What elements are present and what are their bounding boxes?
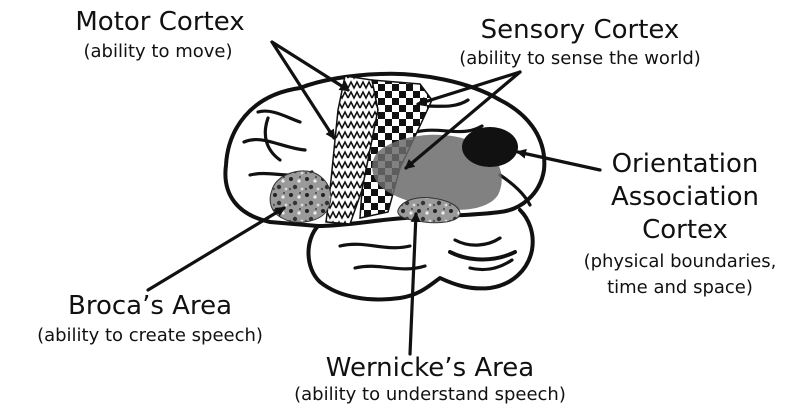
orientation-title-line3: Cortex xyxy=(642,215,728,245)
wernicke-area-title: Wernicke’s Area xyxy=(326,353,534,383)
wernicke-arrow xyxy=(410,214,416,354)
orientation-title-line1: Orientation xyxy=(612,149,759,179)
broca-area-subtitle: (ability to create speech) xyxy=(37,325,263,346)
orientation-subtitle-line2: time and space) xyxy=(607,277,753,298)
sensory-cortex-subtitle: (ability to sense the world) xyxy=(459,48,701,69)
orientation-association-region xyxy=(462,127,518,167)
orientation-title-line2: Association xyxy=(611,182,759,212)
wernicke-area-subtitle: (ability to understand speech) xyxy=(294,384,566,405)
cerebellum-outline xyxy=(450,252,515,260)
sensory-cortex-title: Sensory Cortex xyxy=(481,15,680,45)
motor-arrow-2 xyxy=(272,42,334,138)
orientation-arrow xyxy=(518,152,600,170)
broca-arrow xyxy=(148,208,284,290)
orientation-subtitle-line1: (physical boundaries, xyxy=(584,251,777,272)
broca-area-title: Broca’s Area xyxy=(68,291,232,321)
motor-cortex-subtitle: (ability to move) xyxy=(83,41,232,62)
motor-cortex-title: Motor Cortex xyxy=(75,7,244,37)
broca-area-region xyxy=(270,171,331,222)
